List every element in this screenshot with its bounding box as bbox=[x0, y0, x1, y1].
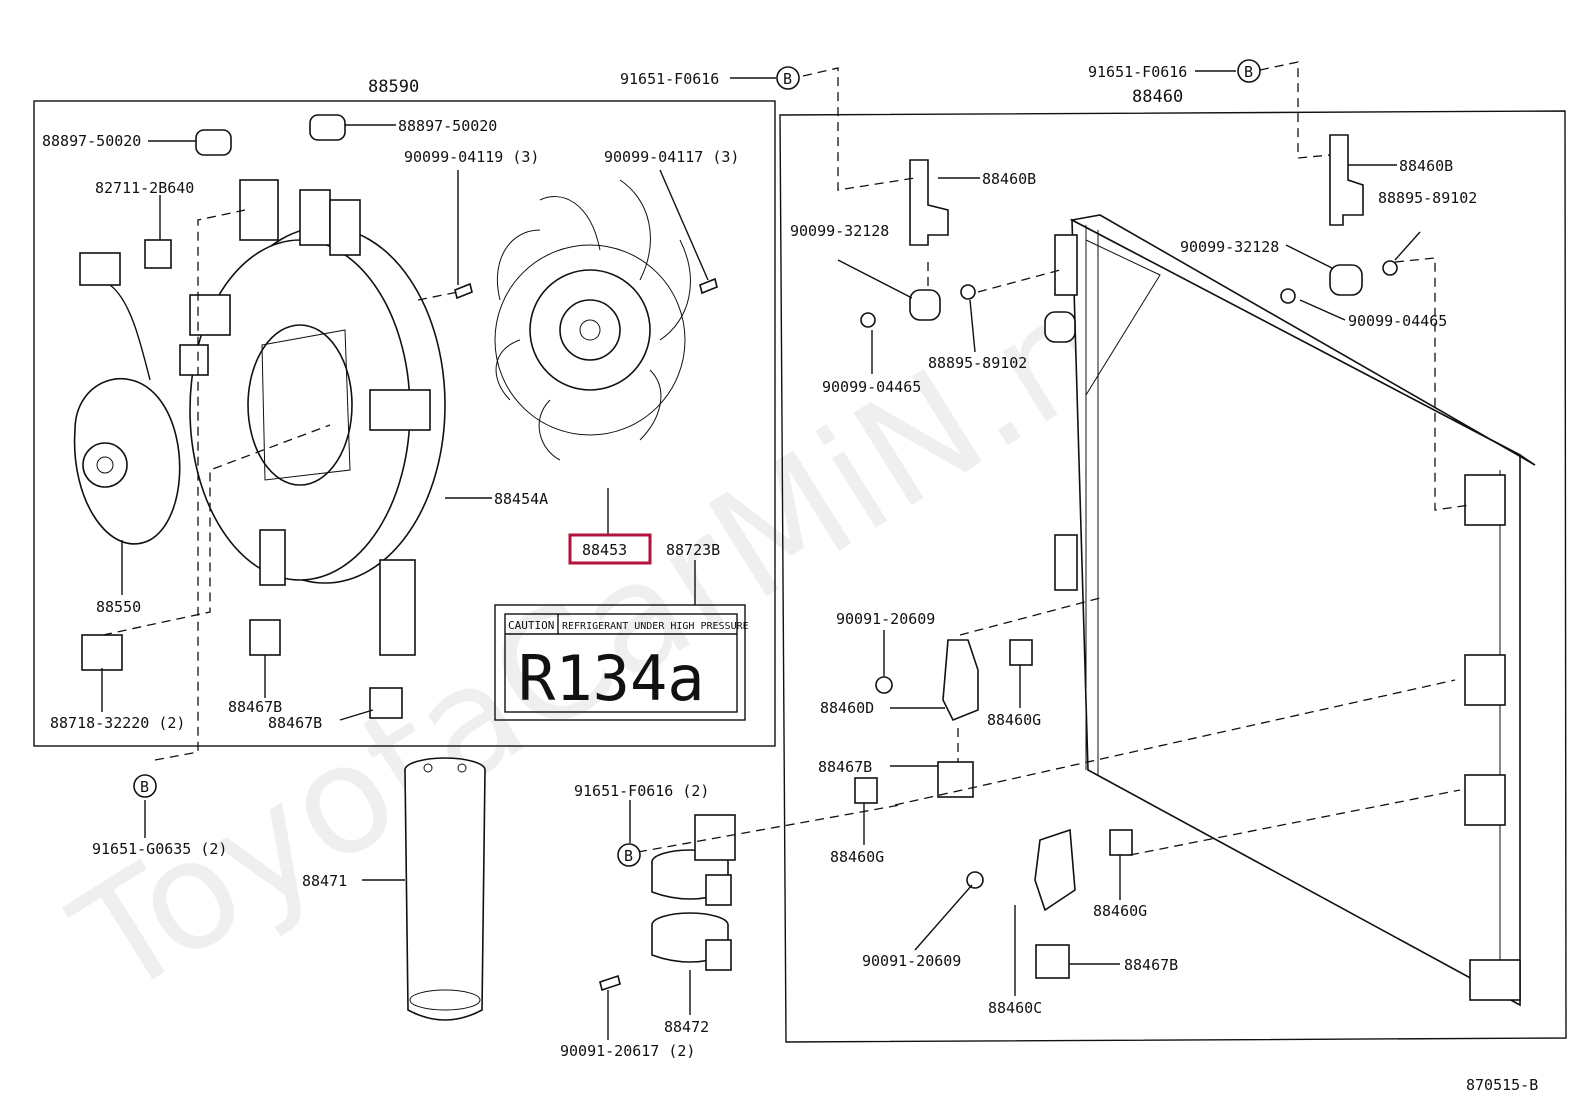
label-fan[interactable]: 88453 bbox=[582, 541, 627, 559]
label-motor[interactable]: 88550 bbox=[96, 598, 141, 616]
part-labels: 88590 88460 91651-F0616 91651-F0616 8889… bbox=[42, 63, 1538, 1094]
label-bracket-set[interactable]: 88472 bbox=[664, 1018, 709, 1036]
shroud-drawing bbox=[189, 179, 446, 656]
label-cushion-c1[interactable]: 90099-32128 bbox=[790, 222, 889, 240]
label-b-top1[interactable]: 91651-F0616 bbox=[620, 70, 719, 88]
label-pin-1[interactable]: 88895-89102 bbox=[928, 354, 1027, 372]
receiver-drawing bbox=[404, 757, 486, 1021]
label-bracket-c[interactable]: 88460C bbox=[988, 999, 1042, 1017]
label-label-plate[interactable]: 88723B bbox=[666, 541, 720, 559]
condenser-small-parts bbox=[854, 134, 1398, 979]
label-rubber-b2[interactable]: 88467B bbox=[268, 714, 322, 732]
b-marker-left: B bbox=[133, 774, 157, 798]
label-bracket-b2[interactable]: 88460B bbox=[1399, 157, 1453, 175]
label-bracket-d[interactable]: 88460D bbox=[820, 699, 874, 717]
label-plate-warning: REFRIGERANT UNDER HIGH PRESSURE bbox=[562, 621, 749, 632]
label-rubber-b4[interactable]: 88467B bbox=[1124, 956, 1178, 974]
label-b-left[interactable]: 91651-G0635 (2) bbox=[92, 840, 227, 858]
label-grommet-g3[interactable]: 88460G bbox=[1093, 902, 1147, 920]
label-cushion-c2[interactable]: 90099-32128 bbox=[1180, 238, 1279, 256]
condenser-assembly-frame bbox=[779, 110, 1567, 1043]
b-marker-mid: B bbox=[617, 843, 641, 867]
label-grommet-g1[interactable]: 88460G bbox=[987, 711, 1041, 729]
label-cushion-b[interactable]: 88897-50020 bbox=[398, 117, 497, 135]
label-pin-2[interactable]: 88895-89102 bbox=[1378, 189, 1477, 207]
fan-motor-drawing bbox=[73, 252, 181, 545]
diagram-code: 870515-B bbox=[1466, 1076, 1538, 1094]
label-bolt-c2[interactable]: 90099-04465 bbox=[1348, 312, 1447, 330]
label-bolt-bottom[interactable]: 90091-20617 (2) bbox=[560, 1042, 695, 1060]
label-receiver[interactable]: 88471 bbox=[302, 872, 347, 890]
dashed-mounting-lines bbox=[102, 61, 1471, 856]
b-marker-top2-text: B bbox=[1244, 63, 1253, 81]
small-parts-left bbox=[81, 114, 718, 719]
label-b-mid[interactable]: 91651-F0616 (2) bbox=[574, 782, 709, 800]
b-marker-left-text: B bbox=[140, 778, 149, 796]
label-bolt-d[interactable]: 90091-20609 bbox=[836, 610, 935, 628]
label-bolt-d2[interactable]: 90091-20609 bbox=[862, 952, 961, 970]
label-cushion-a[interactable]: 88897-50020 bbox=[42, 132, 141, 150]
label-bolt-fan-left[interactable]: 90099-04119 (3) bbox=[404, 148, 539, 166]
selected-part-highlight bbox=[568, 533, 652, 565]
fan-shroud-assembly-frame bbox=[33, 100, 776, 747]
refrigerant-label-plate: CAUTION REFRIGERANT UNDER HIGH PRESSURE … bbox=[494, 604, 749, 721]
label-b-top2[interactable]: 91651-F0616 bbox=[1088, 63, 1187, 81]
b-marker-mid-text: B bbox=[624, 847, 633, 865]
b-marker-top1-text: B bbox=[783, 70, 792, 88]
bracket-set-drawing bbox=[599, 814, 736, 992]
label-plate-refrigerant: R134a bbox=[518, 642, 705, 715]
cooling-fan-drawing bbox=[494, 179, 691, 461]
label-bolt-fan-right[interactable]: 90099-04117 (3) bbox=[604, 148, 739, 166]
label-rubber-b1[interactable]: 88467B bbox=[228, 698, 282, 716]
b-marker-top1: B bbox=[776, 66, 800, 90]
condenser-drawing bbox=[1044, 214, 1536, 1007]
leader-lines bbox=[101, 70, 1421, 1040]
label-bracket-b1[interactable]: 88460B bbox=[982, 170, 1036, 188]
label-grommet-g2[interactable]: 88460G bbox=[830, 848, 884, 866]
label-assembly-fan-shroud[interactable]: 88590 bbox=[368, 77, 419, 97]
label-assembly-condenser[interactable]: 88460 bbox=[1132, 87, 1183, 107]
label-clip[interactable]: 82711-2B640 bbox=[95, 179, 194, 197]
label-rubber-b3[interactable]: 88467B bbox=[818, 758, 872, 776]
label-clamp[interactable]: 88718-32220 (2) bbox=[50, 714, 185, 732]
label-bolt-c1[interactable]: 90099-04465 bbox=[822, 378, 921, 396]
b-marker-top2: B bbox=[1237, 59, 1261, 83]
label-shroud[interactable]: 88454A bbox=[494, 490, 548, 508]
label-plate-caution: CAUTION bbox=[508, 619, 554, 632]
